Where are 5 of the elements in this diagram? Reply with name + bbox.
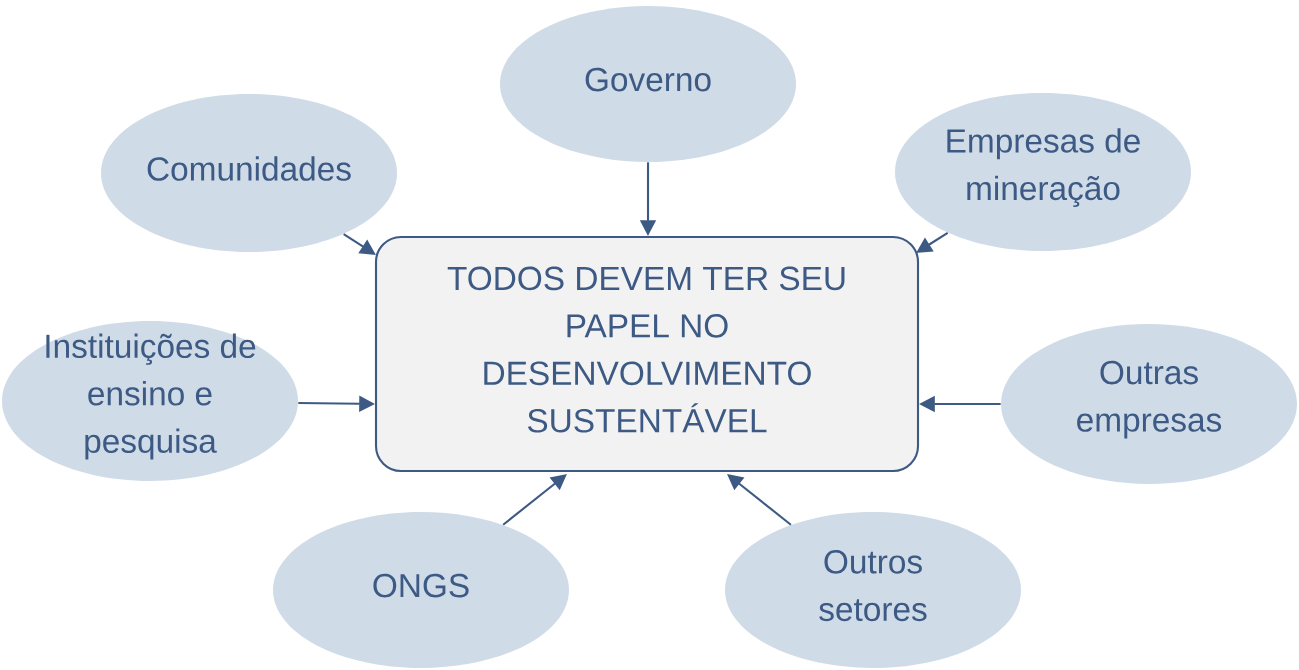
statement-box: TODOS DEVEM TER SEU PAPEL NO DESENVOLVIMENTO SUSTENTÁVEL bbox=[374, 235, 920, 473]
arrow bbox=[502, 474, 567, 526]
arrow bbox=[916, 231, 949, 253]
arrow bbox=[343, 233, 376, 255]
arrow bbox=[727, 474, 792, 526]
